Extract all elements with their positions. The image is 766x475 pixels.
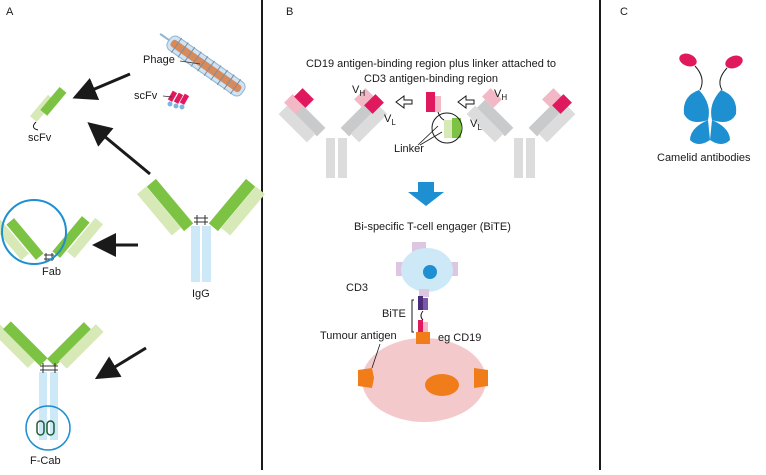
vh-label-right: VH [494, 88, 508, 102]
antibody-left-cd19 [278, 88, 388, 178]
arrow-phage-to-scfv [72, 72, 131, 101]
vh-label-left: VH [352, 84, 366, 98]
igg-label: IgG [192, 288, 210, 300]
camelid-antibody [679, 53, 743, 144]
tumour-antigen-label: Tumour antigen [320, 330, 397, 342]
hollow-arrow-left [395, 95, 413, 109]
fcab-antibody [0, 321, 104, 440]
fcab-label: F-Cab [30, 455, 61, 467]
bite-label: BiTE [382, 308, 406, 320]
tumour-cell [358, 332, 488, 422]
igg-antibody [137, 178, 265, 282]
arrow-igg-to-fcab [94, 346, 147, 380]
bite-molecule [411, 296, 428, 333]
eg-cd19-label: eg CD19 [438, 332, 482, 344]
phage-pointer-line [179, 60, 201, 65]
tumour-antigen-pointer [371, 343, 381, 369]
phage-scfv-tips [167, 90, 190, 110]
camelid-label: Camelid antibodies [657, 152, 751, 164]
fab-highlight-circle [1, 199, 67, 265]
t-cell [396, 242, 458, 297]
fab-label: Fab [42, 266, 61, 278]
bite-formation-arrow [408, 182, 444, 206]
scfv-fragment [29, 86, 67, 131]
panel-b-title-line2: CD3 antigen-binding region [364, 73, 498, 85]
panel-b-title-line1: CD19 antigen-binding region plus linker … [305, 58, 557, 70]
linker-label: Linker [394, 143, 424, 155]
scfv-label-phage: scFv [134, 90, 158, 102]
antibody-right-cd3 [466, 88, 576, 178]
panel-letter-c: C [620, 6, 628, 18]
vl-label-right: VL [470, 118, 482, 132]
bite-title: Bi-specific T-cell engager (BiTE) [354, 221, 511, 233]
fcab-highlight-circle [25, 405, 71, 451]
vl-label-left: VL [384, 113, 396, 127]
hollow-arrow-right [457, 95, 475, 109]
panel-letter-a: A [6, 6, 14, 18]
linked-fragment [417, 92, 463, 146]
arrow-igg-to-scfv [87, 122, 151, 176]
scfv-label: scFv [28, 132, 52, 144]
cd3-label: CD3 [346, 282, 369, 294]
fab-fragment [0, 216, 103, 261]
scfv-pointer-line [162, 95, 173, 98]
phage-illustration [159, 33, 246, 110]
panel-letter-b: B [286, 6, 294, 18]
phage-label: Phage [143, 54, 175, 66]
